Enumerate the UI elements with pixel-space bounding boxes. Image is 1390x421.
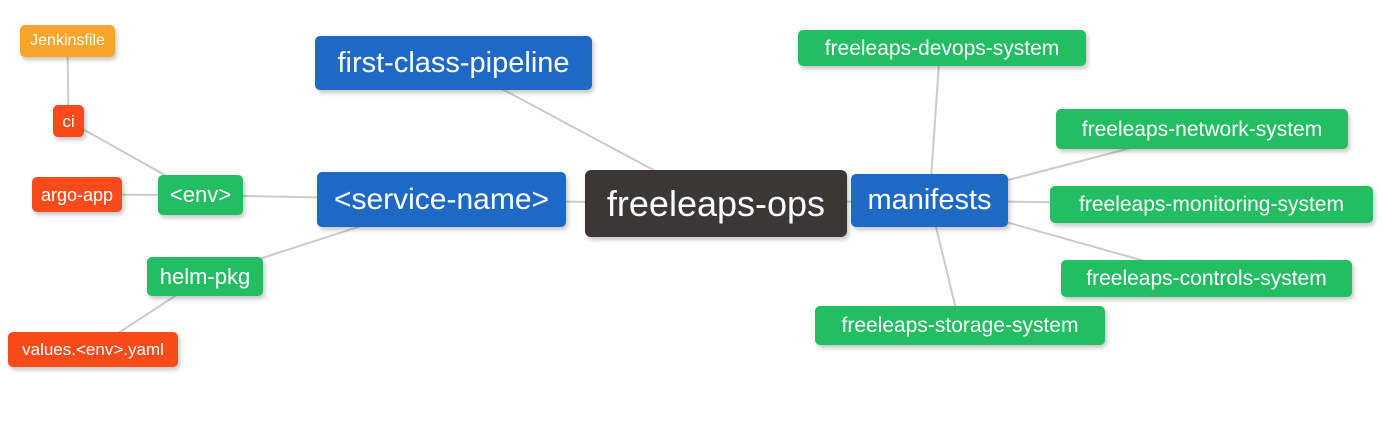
node-first-class-pipeline[interactable]: first-class-pipeline	[315, 36, 592, 90]
node-monitoring-system[interactable]: freeleaps-monitoring-system	[1050, 186, 1373, 223]
node-controls-system[interactable]: freeleaps-controls-system	[1061, 260, 1352, 297]
node-storage-system[interactable]: freeleaps-storage-system	[815, 306, 1105, 345]
node-env[interactable]: <env>	[158, 175, 243, 215]
node-argo-app[interactable]: argo-app	[32, 177, 122, 212]
node-freeleaps-ops[interactable]: freeleaps-ops	[585, 170, 847, 237]
node-jenkinsfile[interactable]: Jenkinsfile	[20, 25, 115, 57]
node-ci[interactable]: ci	[53, 105, 84, 137]
node-helm-pkg[interactable]: helm-pkg	[147, 257, 263, 296]
node-devops-system[interactable]: freeleaps-devops-system	[798, 30, 1086, 66]
node-values-env-yaml[interactable]: values.<env>.yaml	[8, 332, 178, 367]
node-network-system[interactable]: freeleaps-network-system	[1056, 109, 1348, 149]
node-manifests[interactable]: manifests	[851, 174, 1008, 227]
node-service-name[interactable]: <service-name>	[317, 172, 566, 227]
